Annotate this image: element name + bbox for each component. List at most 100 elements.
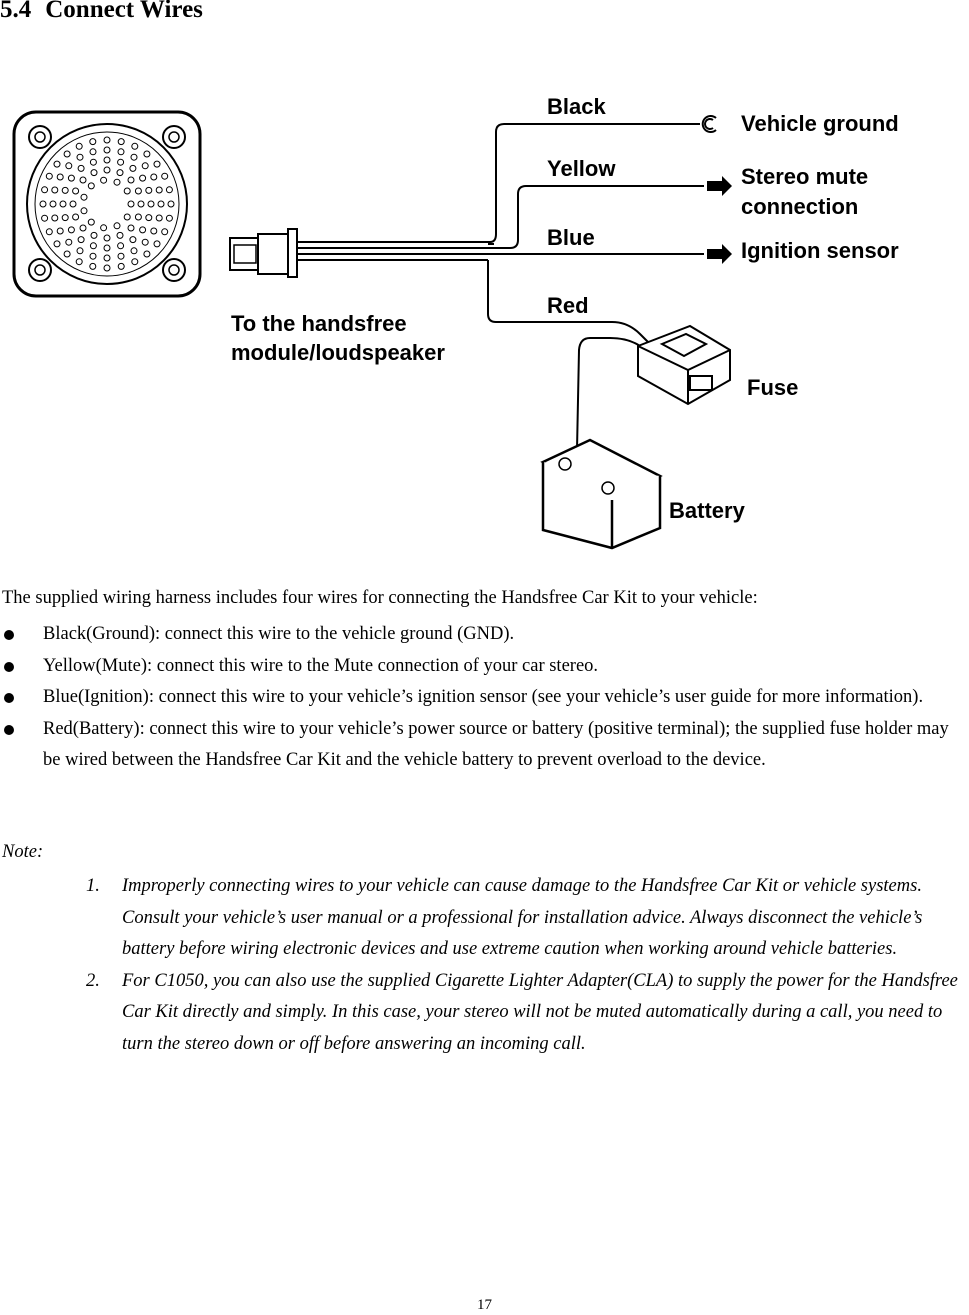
grille-hole: [103, 244, 111, 252]
grille-hole: [117, 158, 125, 166]
label-stereo-mute: Stereo mute: [741, 164, 868, 189]
label-ignition-sensor: Ignition sensor: [741, 238, 899, 263]
grille-hole: [127, 224, 135, 232]
grille-hole: [65, 162, 73, 170]
grille-hole: [80, 193, 88, 201]
grille-hole: [87, 182, 95, 190]
label-yellow: Yellow: [547, 156, 616, 181]
grille-hole: [113, 178, 121, 186]
grille-hole: [41, 186, 49, 194]
list-item: Black(Ground): connect this wire to the …: [0, 619, 969, 651]
grille-hole: [117, 252, 125, 260]
note-item: 2. For C1050, you can also use the suppli…: [0, 966, 969, 1061]
grille-hole: [61, 214, 69, 222]
grille-hole: [59, 200, 67, 208]
note-text: Improperly connecting wires to your vehi…: [122, 876, 923, 959]
grille-hole: [103, 136, 111, 144]
grille-hole: [137, 200, 145, 208]
grille-hole: [76, 153, 84, 161]
grille-hole: [116, 231, 124, 239]
grille-hole: [117, 138, 125, 146]
grille-hole: [67, 226, 75, 234]
grille-hole: [143, 150, 151, 158]
grille-hole: [153, 240, 161, 248]
black-wire: [488, 123, 700, 243]
grille-hole: [90, 169, 98, 177]
grille-hole: [161, 228, 169, 236]
grille-hole: [45, 228, 53, 236]
grille-hole: [103, 166, 111, 174]
loudspeaker-icon: [12, 110, 202, 298]
note-number: 2.: [86, 970, 100, 991]
grille-hole: [87, 218, 95, 226]
grille-hole: [72, 213, 80, 221]
grille-hole: [53, 240, 61, 248]
grille-hole: [134, 213, 142, 221]
grille-hole: [113, 222, 121, 230]
section-title: Connect Wires: [45, 0, 203, 23]
grille-hole: [139, 226, 147, 234]
grille-hole: [127, 200, 135, 208]
note-text: For C1050, you can also use the supplied…: [122, 970, 958, 1054]
bullet-icon: [4, 724, 14, 735]
grille-hole: [56, 173, 64, 181]
grille-hole: [131, 142, 139, 150]
grille-hole: [123, 213, 131, 221]
connector-plug-icon: [229, 228, 298, 278]
label-blue: Blue: [547, 225, 595, 250]
grille-hole: [41, 214, 49, 222]
grille-hole: [117, 262, 125, 270]
grille-hole: [53, 160, 61, 168]
bullet-icon: [4, 661, 14, 672]
label-to-handsfree: To the handsfree: [231, 311, 407, 336]
arrow-right-icon: [707, 176, 732, 196]
grille-hole: [153, 160, 161, 168]
grille-hole: [89, 262, 97, 270]
grille-hole: [134, 187, 142, 195]
intro-paragraph: The supplied wiring harness includes fou…: [2, 588, 758, 608]
grille-hole: [77, 236, 85, 244]
grille-hole: [145, 186, 153, 194]
grille-hole: [130, 153, 138, 161]
note-item: 1.Improperly connecting wires to your ve…: [0, 871, 969, 966]
grille-hole: [165, 186, 173, 194]
ground-terminal-icon: [701, 115, 717, 133]
grille-hole: [143, 250, 151, 258]
car-battery-icon: [540, 438, 663, 550]
grille-hole: [147, 200, 155, 208]
grille-hole: [69, 200, 77, 208]
red-wire: [487, 260, 649, 343]
list-item-text: Yellow(Mute): connect this wire to the M…: [43, 655, 599, 676]
grille-hole: [130, 247, 138, 255]
section-number: 5.4: [0, 0, 32, 23]
grille-hole: [150, 227, 158, 235]
grille-hole: [103, 254, 111, 262]
list-item-text: Red(Battery): connect this wire to your …: [43, 718, 949, 771]
grille-hole: [155, 186, 163, 194]
grille-hole: [157, 200, 165, 208]
grille-hole: [75, 258, 83, 266]
grille-hole: [103, 234, 111, 242]
grille-hole: [80, 207, 88, 215]
grille-hole: [63, 150, 71, 158]
list-item: Blue(Ignition): connect this wire to you…: [0, 682, 969, 714]
grille-hole: [129, 164, 137, 172]
grille-hole: [39, 200, 47, 208]
grille-hole: [103, 264, 111, 272]
list-item-text: Blue(Ignition): connect this wire to you…: [43, 687, 924, 707]
wire-harness: [297, 123, 704, 451]
grille-hole: [89, 138, 97, 146]
yellow-wire: [488, 185, 704, 249]
grille-hole: [49, 200, 57, 208]
grille-hole: [100, 176, 108, 184]
grille-hole: [131, 258, 139, 266]
grille-hole: [127, 176, 135, 184]
notes-list: 1.Improperly connecting wires to your ve…: [0, 871, 969, 1060]
list-item-text: Black(Ground): connect this wire to the …: [43, 624, 515, 644]
arrow-right-icon: [707, 244, 732, 264]
grille-hole: [167, 200, 175, 208]
grille-hole: [116, 169, 124, 177]
grille-hole: [76, 247, 84, 255]
grille-hole: [51, 214, 59, 222]
label-fuse: Fuse: [747, 375, 798, 400]
